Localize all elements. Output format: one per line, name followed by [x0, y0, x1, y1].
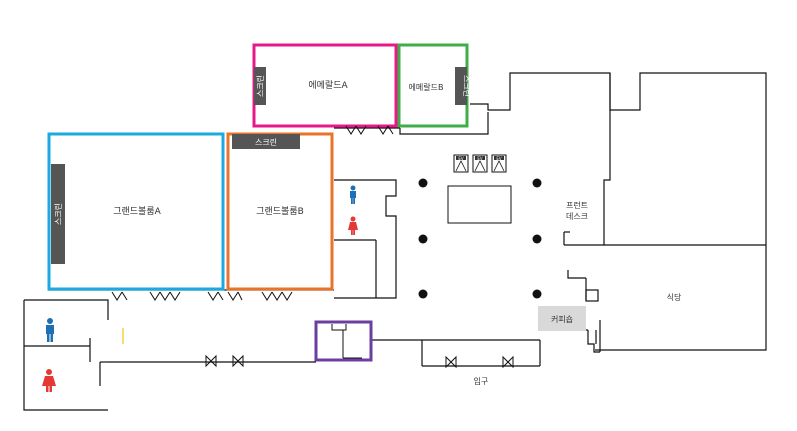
- restaurant-label[interactable]: 식당: [667, 292, 682, 302]
- screen-emerald-a: [254, 67, 266, 105]
- front-desk-label-1: 프런트: [566, 200, 588, 210]
- elevator-bank: EV EV EV: [453, 154, 507, 173]
- svg-text:EV: EV: [496, 156, 502, 161]
- room-emerald-b[interactable]: 스크린 에메랄드B: [397, 43, 472, 128]
- room-label-grand-ballroom-b: 그랜드볼룸B: [256, 206, 304, 217]
- screen-label-grand-ballroom-a: 스크린: [53, 203, 63, 225]
- room-grand-ballroom-a[interactable]: 스크린 그랜드볼룸A: [47, 132, 225, 291]
- doors-ballroom: [111, 291, 293, 301]
- coffee-shop-label: 커피숍: [551, 315, 573, 324]
- entrance-label[interactable]: 입구: [474, 377, 489, 386]
- doors-emerald: [345, 125, 394, 135]
- screen-grand-ballroom-a: [51, 164, 65, 264]
- room-emerald-a[interactable]: 스크린 에메랄드A: [252, 43, 398, 128]
- screen-grand-ballroom-b: [232, 134, 300, 149]
- female-restroom-icon: [348, 216, 358, 235]
- svg-text:EV: EV: [458, 156, 464, 161]
- elevator-2: [472, 154, 488, 173]
- room-label-emerald-b: 에메랄드B: [409, 83, 444, 92]
- front-desk-label-2: 데스크: [566, 212, 588, 221]
- lobby-counter: [447, 185, 512, 224]
- room-grand-ballroom-b[interactable]: 스크린 그랜드볼룸B: [226, 132, 334, 291]
- screen-label-emerald-a: 스크린: [255, 75, 265, 97]
- screen-label-emerald-b: 스크린: [462, 75, 472, 97]
- female-restroom-icon-left: [42, 369, 56, 392]
- male-restroom-icon: [350, 185, 356, 204]
- room-label-emerald-a: 에메랄드A: [308, 80, 348, 91]
- room-purple[interactable]: [314, 320, 373, 362]
- front-desk[interactable]: 프런트 데스크: [566, 200, 588, 221]
- screen-emerald-b: [455, 67, 467, 105]
- pillars: [418, 178, 542, 299]
- elevator-1: [453, 154, 469, 173]
- male-restroom-icon-left: [46, 318, 54, 342]
- elevator-3: [491, 154, 507, 173]
- svg-text:EV: EV: [477, 156, 483, 161]
- doors-corridor: [205, 354, 514, 369]
- screen-label-grand-ballroom-b: 스크린: [255, 137, 277, 147]
- room-label-grand-ballroom-a: 그랜드볼룸A: [113, 206, 161, 217]
- coffee-shop[interactable]: 커피숍: [538, 306, 586, 331]
